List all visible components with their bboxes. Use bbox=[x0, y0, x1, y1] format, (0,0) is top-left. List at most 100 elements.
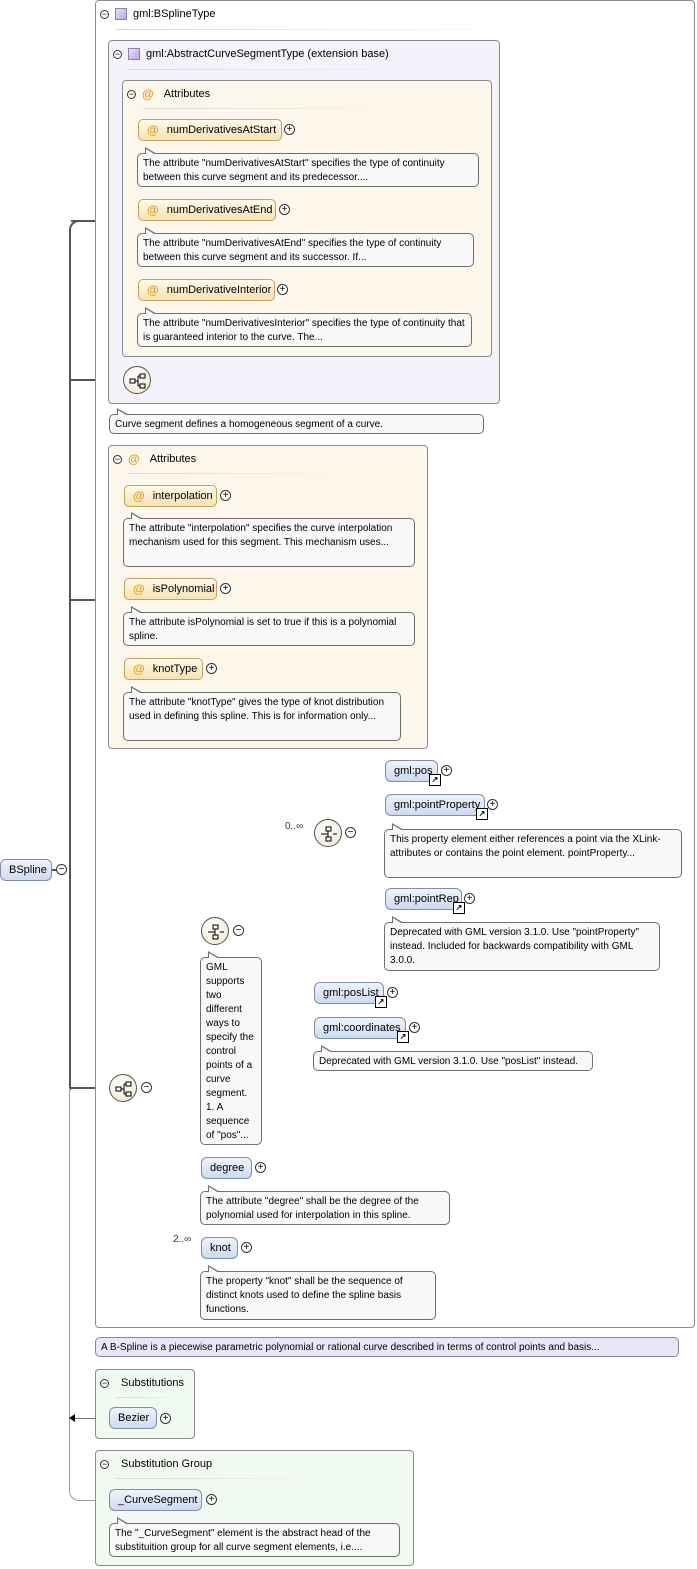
substitutions-title: Substitutions bbox=[121, 1377, 184, 1389]
plus-circle-icon[interactable]: + bbox=[464, 893, 475, 904]
attribute-isPolynomial[interactable]: @ isPolynomial bbox=[124, 578, 217, 600]
arrow-icon bbox=[69, 1414, 75, 1422]
at-sign-icon: @ bbox=[133, 662, 145, 676]
at-sign-icon: @ bbox=[147, 203, 159, 217]
element-name: gml:pointProperty bbox=[394, 799, 481, 811]
at-sign-icon: @ bbox=[147, 283, 159, 297]
occurrence-label: 0..∞ bbox=[285, 821, 304, 832]
plus-circle-icon[interactable]: + bbox=[160, 1413, 171, 1424]
trunk-line bbox=[69, 234, 71, 1090]
attribute-numDerivativesAtStart[interactable]: @ numDerivativesAtStart bbox=[138, 119, 282, 141]
plus-circle-icon[interactable]: + bbox=[279, 204, 290, 215]
header-divider bbox=[129, 473, 349, 474]
attribute-knotType[interactable]: @ knotType bbox=[124, 658, 203, 680]
minus-circle-icon[interactable]: − bbox=[113, 48, 122, 59]
plus-circle-icon[interactable]: + bbox=[277, 284, 288, 295]
at-sign-icon: @ bbox=[133, 582, 145, 596]
base-type-doc: Curve segment defines a homogeneous segm… bbox=[109, 414, 484, 434]
substitutions-header: − Substitutions bbox=[100, 1374, 184, 1392]
element-gml-pointRep[interactable]: gml:pointRep bbox=[385, 888, 465, 914]
attribute-doc: The attribute "numDerivativesAtEnd" spec… bbox=[137, 233, 474, 267]
attribute-numDerivativeInterior[interactable]: @ numDerivativeInterior bbox=[138, 279, 275, 301]
minus-circle-icon[interactable]: − bbox=[100, 1458, 109, 1469]
choice-doc: GML supports two different ways to speci… bbox=[200, 957, 262, 1145]
complex-type-icon bbox=[115, 8, 127, 20]
plus-circle-icon[interactable]: + bbox=[206, 1494, 217, 1505]
element-bezier[interactable]: Bezier bbox=[109, 1407, 157, 1429]
complex-type-icon bbox=[128, 48, 140, 60]
attribute-name: interpolation bbox=[152, 490, 213, 502]
plus-circle-icon[interactable]: + bbox=[487, 799, 498, 810]
element-gml-pos[interactable]: gml:pos bbox=[385, 760, 441, 786]
header-divider bbox=[129, 69, 429, 70]
element-doc: The attribute "degree" shall be the degr… bbox=[200, 1191, 450, 1225]
substitution-group-title: Substitution Group bbox=[121, 1458, 213, 1470]
header-divider bbox=[116, 1397, 186, 1398]
sequence-compositor-icon[interactable] bbox=[123, 366, 151, 394]
plus-circle-icon[interactable]: + bbox=[284, 124, 295, 135]
element-doc: The property "knot" shall be the sequenc… bbox=[200, 1271, 436, 1320]
element-knot[interactable]: knot bbox=[201, 1237, 238, 1259]
element-curve-segment[interactable]: _CurveSegment bbox=[109, 1489, 202, 1511]
element-name: _CurveSegment bbox=[118, 1494, 198, 1506]
attribute-name: numDerivativesAtStart bbox=[166, 124, 277, 136]
sequence-compositor-icon[interactable] bbox=[314, 819, 342, 847]
minus-circle-icon[interactable]: − bbox=[100, 8, 109, 19]
element-doc: Deprecated with GML version 3.1.0. Use "… bbox=[384, 922, 660, 971]
element-name: gml:pointRep bbox=[394, 893, 459, 905]
header-divider bbox=[116, 1478, 336, 1479]
attribute-numDerivativesAtEnd[interactable]: @ numDerivativesAtEnd bbox=[138, 199, 276, 221]
element-doc: The "_CurveSegment" element is the abstr… bbox=[109, 1523, 400, 1557]
element-name: gml:posList bbox=[323, 987, 379, 999]
attribute-name: numDerivativesAtEnd bbox=[166, 204, 273, 216]
subst-curve bbox=[69, 1088, 109, 1501]
minus-circle-icon[interactable]: − bbox=[127, 88, 136, 99]
element-doc: Deprecated with GML version 3.1.0. Use "… bbox=[313, 1051, 593, 1071]
element-doc: This property element either references … bbox=[384, 829, 682, 878]
plus-circle-icon[interactable]: + bbox=[441, 765, 452, 776]
minus-circle-icon[interactable]: − bbox=[233, 925, 244, 936]
element-gml-coordinates[interactable]: gml:coordinates bbox=[314, 1017, 409, 1043]
substitution-group-header: − Substitution Group bbox=[100, 1455, 212, 1473]
element-name: Bezier bbox=[118, 1412, 150, 1424]
minus-circle-icon[interactable]: − bbox=[56, 864, 67, 875]
attribute-interpolation[interactable]: @ interpolation bbox=[124, 485, 217, 507]
plus-circle-icon[interactable]: + bbox=[255, 1162, 266, 1173]
attributes-title: Attributes bbox=[163, 88, 211, 100]
branch-attributes bbox=[71, 599, 109, 601]
attribute-doc: The attribute "interpolation" specifies … bbox=[123, 518, 415, 567]
plus-circle-icon[interactable]: + bbox=[387, 987, 398, 998]
branch-sequence bbox=[71, 1087, 109, 1089]
plus-circle-icon[interactable]: + bbox=[409, 1022, 420, 1033]
at-sign-icon: @ bbox=[147, 123, 159, 137]
at-sign-icon: @ bbox=[133, 489, 145, 503]
at-sign-icon: @ bbox=[142, 87, 154, 101]
at-sign-icon: @ bbox=[128, 452, 140, 466]
plus-circle-icon[interactable]: + bbox=[206, 663, 217, 674]
element-name: BSpline bbox=[9, 864, 47, 876]
header-divider bbox=[143, 108, 393, 109]
plus-circle-icon[interactable]: + bbox=[220, 583, 231, 594]
minus-circle-icon[interactable]: − bbox=[141, 1082, 152, 1093]
attribute-name: numDerivativeInterior bbox=[166, 284, 272, 296]
minus-circle-icon[interactable]: − bbox=[113, 453, 122, 464]
root-element-bspline[interactable]: BSpline bbox=[0, 859, 52, 881]
plus-circle-icon[interactable]: + bbox=[220, 490, 231, 501]
element-doc: A B-Spline is a piecewise parametric pol… bbox=[95, 1337, 679, 1357]
minus-circle-icon[interactable]: − bbox=[100, 1377, 109, 1388]
sequence-compositor-icon[interactable] bbox=[109, 1074, 137, 1102]
element-gml-pointProperty[interactable]: gml:pointProperty bbox=[385, 794, 488, 820]
element-degree[interactable]: degree bbox=[201, 1157, 252, 1179]
occurrence-label: 2..∞ bbox=[173, 1234, 192, 1245]
base-type-header: − gml:AbstractCurveSegmentType (extensio… bbox=[113, 45, 389, 63]
attribute-name: knotType bbox=[152, 663, 198, 675]
element-gml-posList[interactable]: gml:posList bbox=[314, 982, 387, 1008]
bezier-connector bbox=[73, 1418, 109, 1419]
minus-circle-icon[interactable]: − bbox=[345, 827, 356, 838]
attribute-doc: The attribute "knotType" gives the type … bbox=[123, 692, 401, 741]
plus-circle-icon[interactable]: + bbox=[241, 1242, 252, 1253]
attribute-doc: The attribute isPolynomial is set to tru… bbox=[123, 612, 415, 646]
choice-compositor-icon[interactable] bbox=[201, 917, 229, 945]
trunk-top-curve bbox=[69, 220, 97, 236]
element-name: knot bbox=[210, 1242, 231, 1254]
